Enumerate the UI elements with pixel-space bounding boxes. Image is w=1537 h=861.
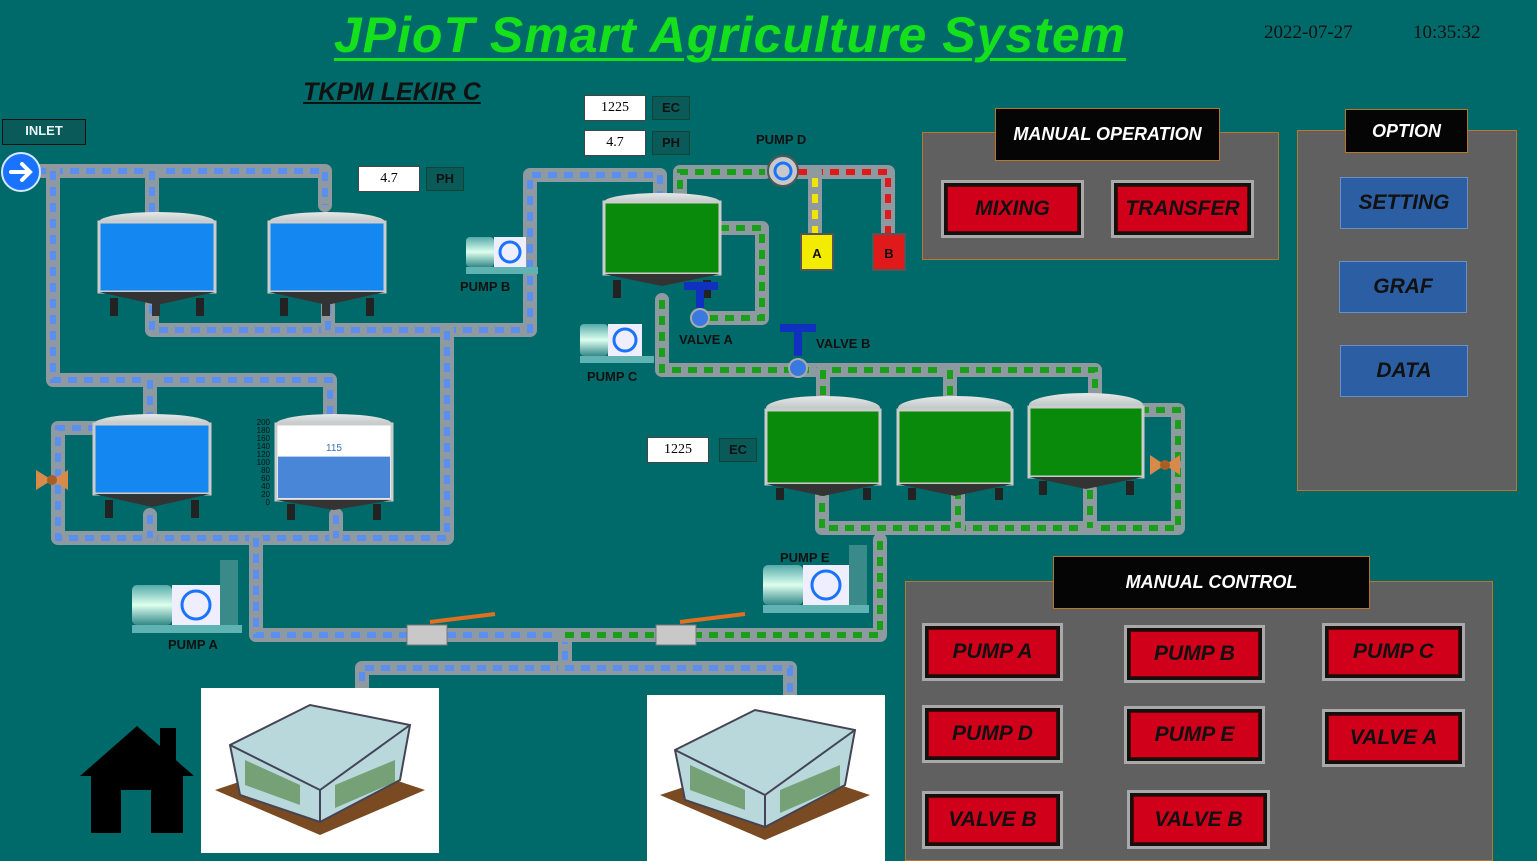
pump-b-label: PUMP B [460, 279, 511, 294]
ph-tank-unit: PH [426, 167, 464, 191]
mixing-button[interactable]: MIXING [941, 180, 1084, 238]
gauge-tick-label: 60 [261, 474, 270, 483]
ball-valve-icon[interactable] [406, 612, 496, 646]
pump-e-button[interactable]: PUMP E [1124, 706, 1265, 764]
setting-button[interactable]: SETTING [1340, 177, 1468, 229]
gauge-tick-label: 120 [256, 450, 270, 459]
water-tank-3 [92, 414, 212, 518]
transfer-button[interactable]: TRANSFER [1111, 180, 1254, 238]
time-display: 10:35:32 [1413, 22, 1481, 43]
level-gauge-value: 115 [326, 443, 342, 454]
ph-tank-value: 4.7 [358, 166, 420, 192]
pump-c-button[interactable]: PUMP C [1322, 623, 1465, 681]
gauge-tick-label: 0 [265, 498, 270, 507]
nutrient-tank-2 [896, 396, 1014, 500]
pump-d-button[interactable]: PUMP D [922, 705, 1063, 763]
nutrient-tank-3 [1027, 393, 1145, 495]
graf-button[interactable]: GRAF [1339, 261, 1467, 313]
pump-a-label: PUMP A [168, 637, 218, 652]
gauge-tick-label: 140 [256, 442, 270, 451]
greenhouse-2-icon [647, 695, 885, 861]
tank-a-label: A [812, 246, 822, 261]
ball-valve-icon[interactable] [655, 612, 746, 646]
greenhouse-1-icon [201, 688, 439, 853]
pump-a-button[interactable]: PUMP A [922, 623, 1063, 681]
valve-b-button-2[interactable]: VALVE B [1127, 790, 1270, 849]
valve-a-icon[interactable] [684, 282, 718, 328]
gauge-tick-label: 180 [256, 426, 270, 435]
gauge-tick-label: 80 [261, 466, 270, 475]
pump-b-button[interactable]: PUMP B [1124, 625, 1265, 683]
pump-e-icon[interactable] [763, 545, 869, 613]
ec-mix-value: 1225 [584, 95, 646, 121]
manual-operation-title: MANUAL OPERATION [995, 108, 1220, 161]
valve-b-label: VALVE B [816, 336, 871, 351]
gauge-tick-label: 100 [256, 458, 270, 467]
app-title: JPioT Smart Agriculture System [333, 7, 1127, 63]
date-display: 2022-07-27 [1264, 22, 1353, 43]
pump-b-icon[interactable] [466, 237, 538, 274]
site-title: TKPM LEKIR C [303, 78, 481, 106]
option-title: OPTION [1345, 109, 1468, 153]
home-icon[interactable] [80, 726, 194, 833]
ph-mix-value: 4.7 [584, 130, 646, 156]
pump-c-icon[interactable] [580, 324, 654, 363]
dosing-tank-a [800, 233, 834, 271]
gauge-tick-label: 160 [256, 434, 270, 443]
ec-transfer-value: 1225 [647, 437, 709, 463]
manual-control-title: MANUAL CONTROL [1053, 556, 1370, 609]
gauge-tick-label: 20 [261, 490, 270, 499]
ec-mix-unit: EC [652, 96, 690, 120]
nutrient-tank-1 [764, 396, 882, 500]
fan-icon [36, 470, 68, 490]
tank-b-label: B [884, 246, 894, 261]
ph-mix-unit: PH [652, 131, 690, 155]
valve-b-icon[interactable] [780, 324, 816, 378]
dosing-tank-b [872, 233, 906, 271]
level-tank [274, 414, 394, 520]
inlet-label: INLET [2, 119, 86, 145]
valve-a-label: VALVE A [679, 332, 733, 347]
gauge-tick-label: 200 [256, 418, 270, 427]
valve-a-button[interactable]: VALVE A [1322, 709, 1465, 767]
water-pipes [15, 164, 797, 712]
pump-c-label: PUMP C [587, 369, 638, 384]
pump-d-icon[interactable] [767, 155, 799, 187]
ec-transfer-unit: EC [719, 438, 757, 462]
pump-e-label: PUMP E [780, 550, 830, 565]
inlet-arrow-icon[interactable] [1, 152, 41, 192]
water-tank-2 [267, 212, 387, 316]
data-button[interactable]: DATA [1340, 345, 1468, 397]
valve-b-button[interactable]: VALVE B [922, 791, 1063, 849]
water-tank-1 [97, 212, 217, 316]
gauge-tick-label: 40 [261, 482, 270, 491]
pump-a-icon[interactable] [132, 560, 242, 633]
pump-d-label: PUMP D [756, 132, 807, 147]
fan-icon [1150, 455, 1180, 475]
